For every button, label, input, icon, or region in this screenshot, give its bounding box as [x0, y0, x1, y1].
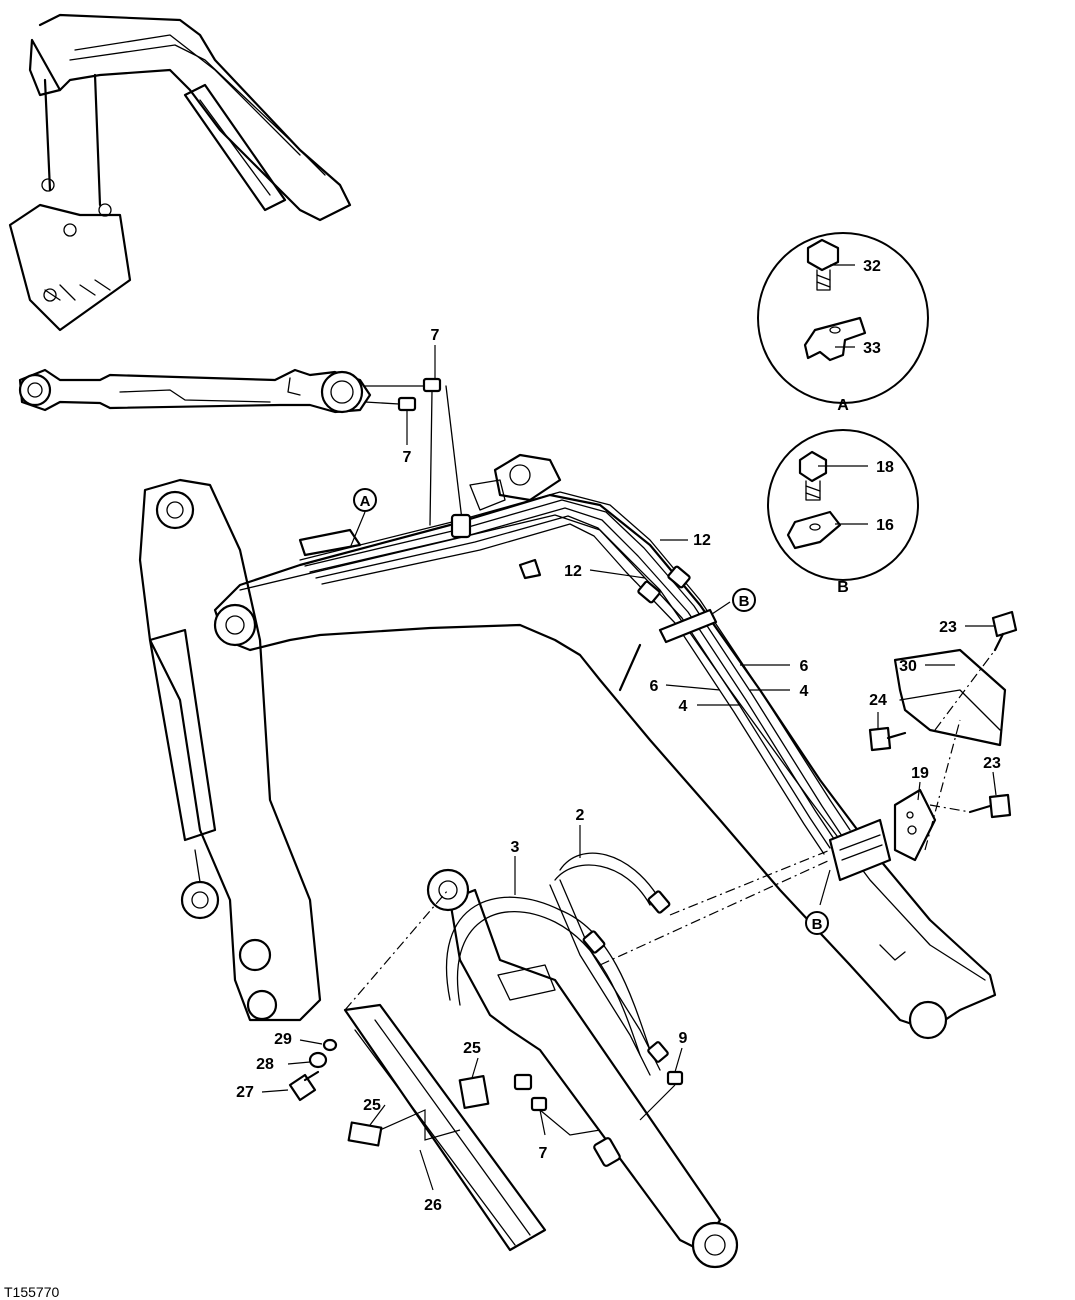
callout-6-left: 6 [650, 678, 659, 695]
callout-28: 28 [256, 1056, 274, 1073]
callout-25-right: 25 [463, 1040, 481, 1057]
figure-id: T155770 [4, 1284, 59, 1300]
detail-view-a [757, 232, 929, 404]
callout-7-mid: 7 [403, 449, 412, 466]
callout-2: 2 [576, 807, 585, 824]
detail-a-label: A [837, 397, 849, 414]
callout-12-right: 12 [693, 532, 711, 549]
bolt-23-lower [968, 793, 1012, 819]
marker-b-upper-label: B [739, 593, 750, 610]
callout-23-right: 23 [983, 755, 1001, 772]
marker-a-on-boom-label: A [360, 493, 371, 510]
leader-lines [261, 264, 997, 1191]
bracket-30-illustration [893, 648, 1007, 862]
boom-hoses [298, 385, 892, 882]
marker-b-lower-label: B [812, 916, 823, 933]
detail-view-b [767, 429, 919, 581]
detail-b-label: B [837, 579, 849, 596]
assembly-center-lines [344, 649, 996, 1011]
boom-illustration [213, 453, 997, 1040]
callout-3: 3 [511, 839, 520, 856]
bolt-23-upper [991, 610, 1018, 652]
marker-b-upper: B [732, 588, 756, 612]
callout-9: 9 [679, 1030, 688, 1047]
pin-bolt-27-28-29 [288, 1038, 338, 1102]
boom-cylinder-illustration [138, 478, 322, 1022]
fitting-7-upper [364, 377, 442, 412]
callout-24: 24 [869, 692, 887, 709]
callout-23-top: 23 [939, 619, 957, 636]
callout-27: 27 [236, 1084, 254, 1101]
callout-29: 29 [274, 1031, 292, 1048]
callout-6-right: 6 [800, 658, 809, 675]
callout-26: 26 [424, 1197, 442, 1214]
callout-labels: 7 7 12 12 6 6 4 4 32 33 18 16 23 30 24 1… [236, 258, 1001, 1214]
callout-7-top: 7 [431, 327, 440, 344]
callout-32: 32 [863, 258, 881, 275]
bucket-cylinder-illustration [426, 852, 739, 1269]
arm-overview-illustration [8, 13, 352, 332]
guard-26-illustration [343, 1003, 547, 1252]
callout-25-left: 25 [363, 1097, 381, 1114]
callout-33: 33 [863, 340, 881, 357]
marker-b-lower: B [805, 911, 829, 935]
marker-a-on-boom: A [353, 488, 377, 512]
callout-12-left: 12 [564, 563, 582, 580]
callout-16: 16 [876, 517, 894, 534]
callout-7-bottom: 7 [539, 1145, 548, 1162]
callout-19: 19 [911, 765, 929, 782]
callout-4-left: 4 [679, 698, 688, 715]
bolt-24 [868, 726, 907, 752]
callout-30: 30 [899, 658, 917, 675]
callout-18: 18 [876, 459, 894, 476]
callout-4-right: 4 [800, 683, 809, 700]
arm-cylinder-illustration [18, 368, 372, 414]
